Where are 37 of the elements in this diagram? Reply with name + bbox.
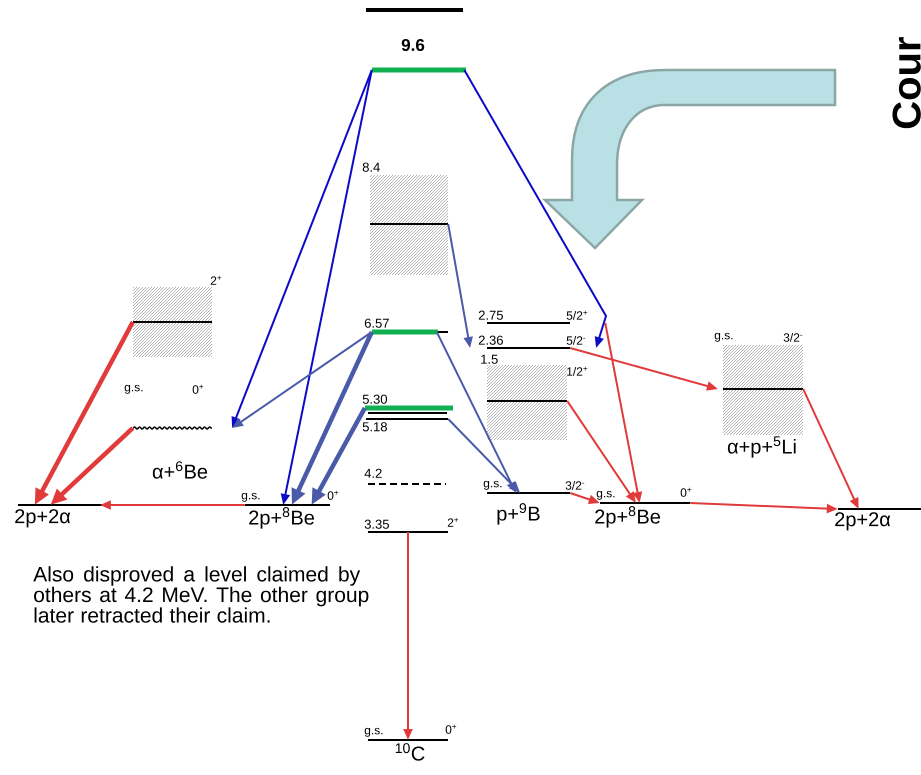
system-label: α+p+$^{5}$Li (728, 436, 796, 458)
spin-label: 0$^{+}$ (446, 724, 456, 734)
spin-label: 0$^{+}$ (680, 488, 692, 497)
energy-label: 1.5 (481, 354, 498, 364)
energy-label: 2.36 (478, 336, 503, 345)
state-label: g.s. (484, 480, 502, 490)
spin-label: 1/2$^{+}$ (567, 366, 588, 376)
system-label: 2p+2α (15, 509, 70, 528)
state-label: g.s. (124, 384, 142, 394)
energy-label: 2.75 (478, 310, 503, 320)
system-label: 2p+$^{8}$Be (595, 506, 660, 528)
energy-label: 3.35 (364, 520, 389, 529)
energy-label: 9.6 (402, 38, 424, 52)
spin-label: 3/2$^{-}$ (566, 481, 584, 490)
energy-label: 5.18 (362, 422, 387, 432)
spin-label: 5/2$^{-}$ (566, 336, 586, 345)
state-label: g.s. (364, 728, 382, 737)
energy-label: 8.4 (362, 162, 380, 172)
system-label: α+$^{6}$Be (152, 461, 208, 479)
state-label: g.s. (596, 490, 614, 500)
cut-off-text: Cour (892, 37, 921, 128)
state-label: g.s. (242, 492, 260, 502)
spin-label: 5/2$^{+}$ (566, 310, 588, 320)
state-label: g.s. (714, 332, 732, 342)
system-label: 2p+$^{8}$Be (249, 507, 314, 529)
spin-label: 0$^{+}$ (192, 384, 204, 394)
note-text: Also disproved a level claimed by others at 4.2 MeV. The other group later retracted their claim. (33, 566, 368, 623)
spin-label: 0$^{+}$ (328, 490, 338, 500)
spin-label: 3/2$^{-}$ (784, 333, 802, 342)
energy-label: 6.57 (364, 318, 389, 328)
energy-label: 5.30 (362, 394, 387, 404)
system-label: 2p+2α (835, 512, 890, 530)
system-label: $^{10}$C (396, 743, 424, 761)
energy-label: 4.2 (364, 468, 382, 478)
system-label: p+$^{9}$B (498, 503, 540, 525)
spin-label: 2$^{+}$ (448, 518, 458, 527)
spin-label: 2$^{+}$ (210, 276, 222, 285)
